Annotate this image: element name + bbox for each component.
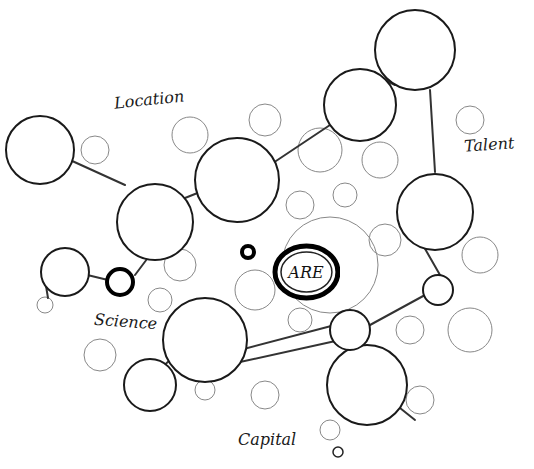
sketch-label: Location xyxy=(111,86,187,113)
sketch-label: Capital xyxy=(236,430,298,449)
core-circle: ARE xyxy=(272,243,341,301)
node-text: ARE xyxy=(272,263,341,282)
sketch-label: Science xyxy=(91,310,159,334)
sketch-label: Talent xyxy=(461,133,516,156)
